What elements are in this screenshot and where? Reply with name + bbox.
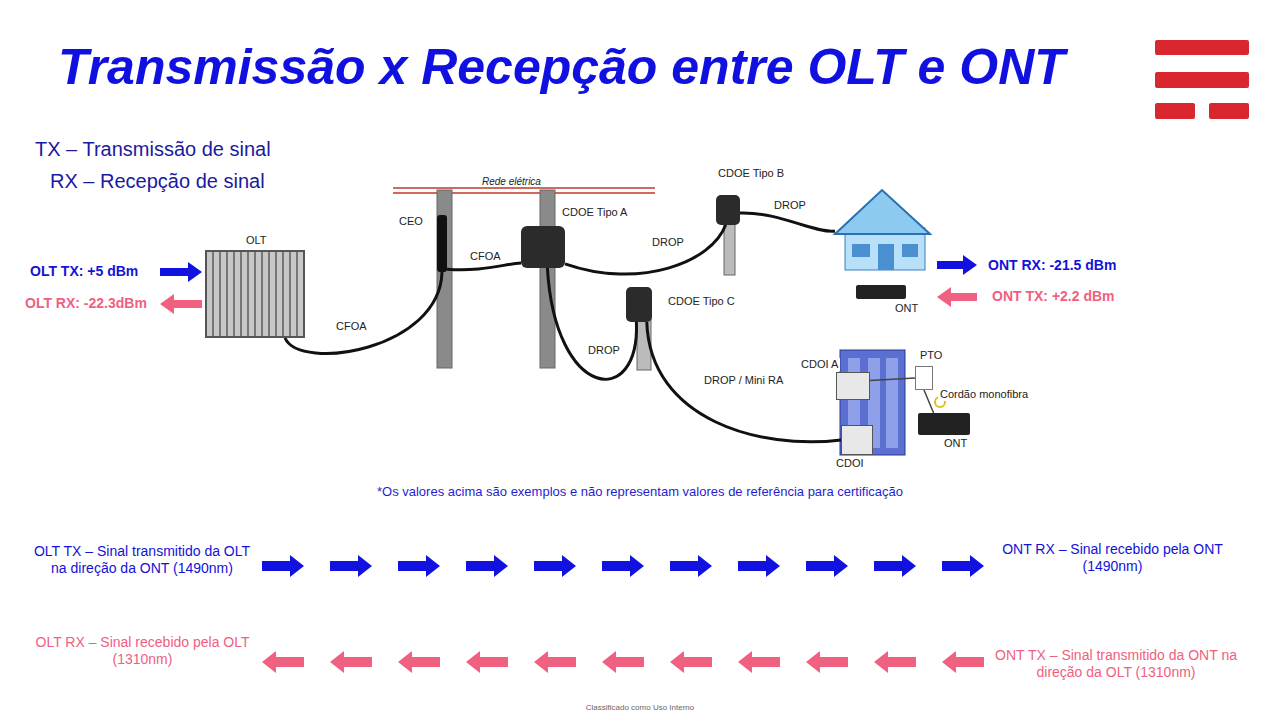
fiber-cable xyxy=(647,322,841,442)
node-label: CDOI xyxy=(834,457,866,470)
node-label: OLT xyxy=(244,234,269,247)
label: ONT TX – Sinal transmitido da ONT na dir… xyxy=(982,647,1250,681)
cdoi-box: CDOI A xyxy=(836,372,870,400)
signal-arrows xyxy=(262,555,984,673)
upstream-arrow xyxy=(738,651,780,673)
upstream-arrow xyxy=(602,651,644,673)
label: Rede elétrica xyxy=(482,176,541,187)
house xyxy=(835,190,930,299)
house-part xyxy=(878,244,894,270)
label: OLT TX: +5 dBm xyxy=(30,263,138,279)
downstream-arrow xyxy=(466,555,508,577)
node-label: CDOE Tipo A xyxy=(560,206,629,219)
cable-label: CFOA xyxy=(334,320,369,333)
level-arrows-part xyxy=(160,294,202,314)
house-part xyxy=(852,244,870,257)
upstream-arrow xyxy=(262,651,304,673)
level-arrows-part xyxy=(937,255,977,275)
power-line-part xyxy=(393,192,655,194)
label: *Os valores acima são exemplos e não rep… xyxy=(0,484,1280,499)
label: TX – Transmissão de sinal xyxy=(35,138,271,161)
downstream-arrow xyxy=(806,555,848,577)
upstream-arrow xyxy=(670,651,712,673)
node-label: CDOI A xyxy=(799,358,840,371)
label: Classificado como Uso Interno xyxy=(0,703,1280,712)
cdoi-box: CDOI xyxy=(841,425,873,455)
tim-logo-part xyxy=(1209,103,1249,119)
upstream-arrow xyxy=(806,651,848,673)
level-arrows-part xyxy=(937,287,977,307)
downstream-arrow xyxy=(330,555,372,577)
title: Transmissão x Recepção entre OLT e ONT xyxy=(58,38,1065,96)
fiber-cable xyxy=(924,390,934,413)
fiber-cable xyxy=(285,272,442,353)
cable-label: Cordão monofibra xyxy=(938,388,1030,401)
node-label: CEO xyxy=(397,215,425,228)
house-part xyxy=(856,285,906,299)
upstream-arrow xyxy=(398,651,440,673)
poles-part xyxy=(724,222,735,275)
label: RX – Recepção de sinal xyxy=(50,170,265,193)
label: OLT RX: -22.3dBm xyxy=(25,295,147,311)
building-part xyxy=(840,350,905,455)
label: OLT RX – Sinal recebido pela OLT (1310nm… xyxy=(25,634,260,668)
poles xyxy=(437,190,735,370)
node-label: ONT xyxy=(942,437,969,450)
cable-label: CFOA xyxy=(468,250,503,263)
upstream-arrow xyxy=(874,651,916,673)
tim-logo-part xyxy=(1155,40,1249,55)
tim-logo xyxy=(1155,40,1249,119)
label: OLT TX – Sinal transmitido da OLT na dir… xyxy=(32,543,252,577)
poles-part xyxy=(437,190,452,368)
downstream-arrow xyxy=(602,555,644,577)
cable-label: DROP / Mini RA xyxy=(702,374,785,387)
node-label: ONT xyxy=(893,302,920,315)
downstream-arrow xyxy=(738,555,780,577)
label: ONT TX: +2.2 dBm xyxy=(992,288,1115,304)
cdoe-box: CDOE Tipo C xyxy=(626,287,652,322)
power-line xyxy=(393,188,655,193)
fiber-cable xyxy=(447,263,521,270)
power-line-part xyxy=(393,187,655,189)
downstream-arrow xyxy=(670,555,712,577)
downstream-arrow xyxy=(262,555,304,577)
building-part xyxy=(886,358,898,448)
cable-label: DROP xyxy=(650,236,686,249)
cdoe-box: CDOE Tipo B xyxy=(716,195,740,225)
downstream-arrow xyxy=(942,555,984,577)
upstream-arrow xyxy=(942,651,984,673)
downstream-arrow xyxy=(874,555,916,577)
node-label: PTO xyxy=(918,349,944,362)
house-part xyxy=(902,244,918,257)
pto-outlet: PTO xyxy=(915,366,933,390)
ceo-closure: CEO xyxy=(437,215,447,272)
fiber-cable xyxy=(565,225,726,274)
level-arrows-part xyxy=(160,262,202,282)
house-part xyxy=(835,190,930,234)
olt-rack: OLT xyxy=(205,250,305,338)
node-label: CDOE Tipo B xyxy=(716,167,786,180)
tim-logo-part xyxy=(1155,72,1249,88)
upstream-arrow xyxy=(534,651,576,673)
ont-device: ONT xyxy=(918,413,970,435)
cdoe-box: CDOE Tipo A xyxy=(521,226,565,268)
label: ONT RX – Sinal recebido pela ONT (1490nm… xyxy=(985,541,1240,575)
building xyxy=(840,350,945,455)
downstream-arrow xyxy=(534,555,576,577)
cable-label: DROP xyxy=(586,344,622,357)
fiber-cable xyxy=(740,213,835,231)
downstream-arrow xyxy=(398,555,440,577)
fiber-cable xyxy=(547,268,636,379)
fiber-cable xyxy=(870,378,915,380)
upstream-arrow xyxy=(330,651,372,673)
tim-logo-part xyxy=(1155,103,1195,119)
label: ONT RX: -21.5 dBm xyxy=(988,257,1116,273)
upstream-arrow xyxy=(466,651,508,673)
house-ont: ONT xyxy=(835,190,930,308)
cable-label: DROP xyxy=(772,199,808,212)
node-label: CDOE Tipo C xyxy=(666,295,737,308)
